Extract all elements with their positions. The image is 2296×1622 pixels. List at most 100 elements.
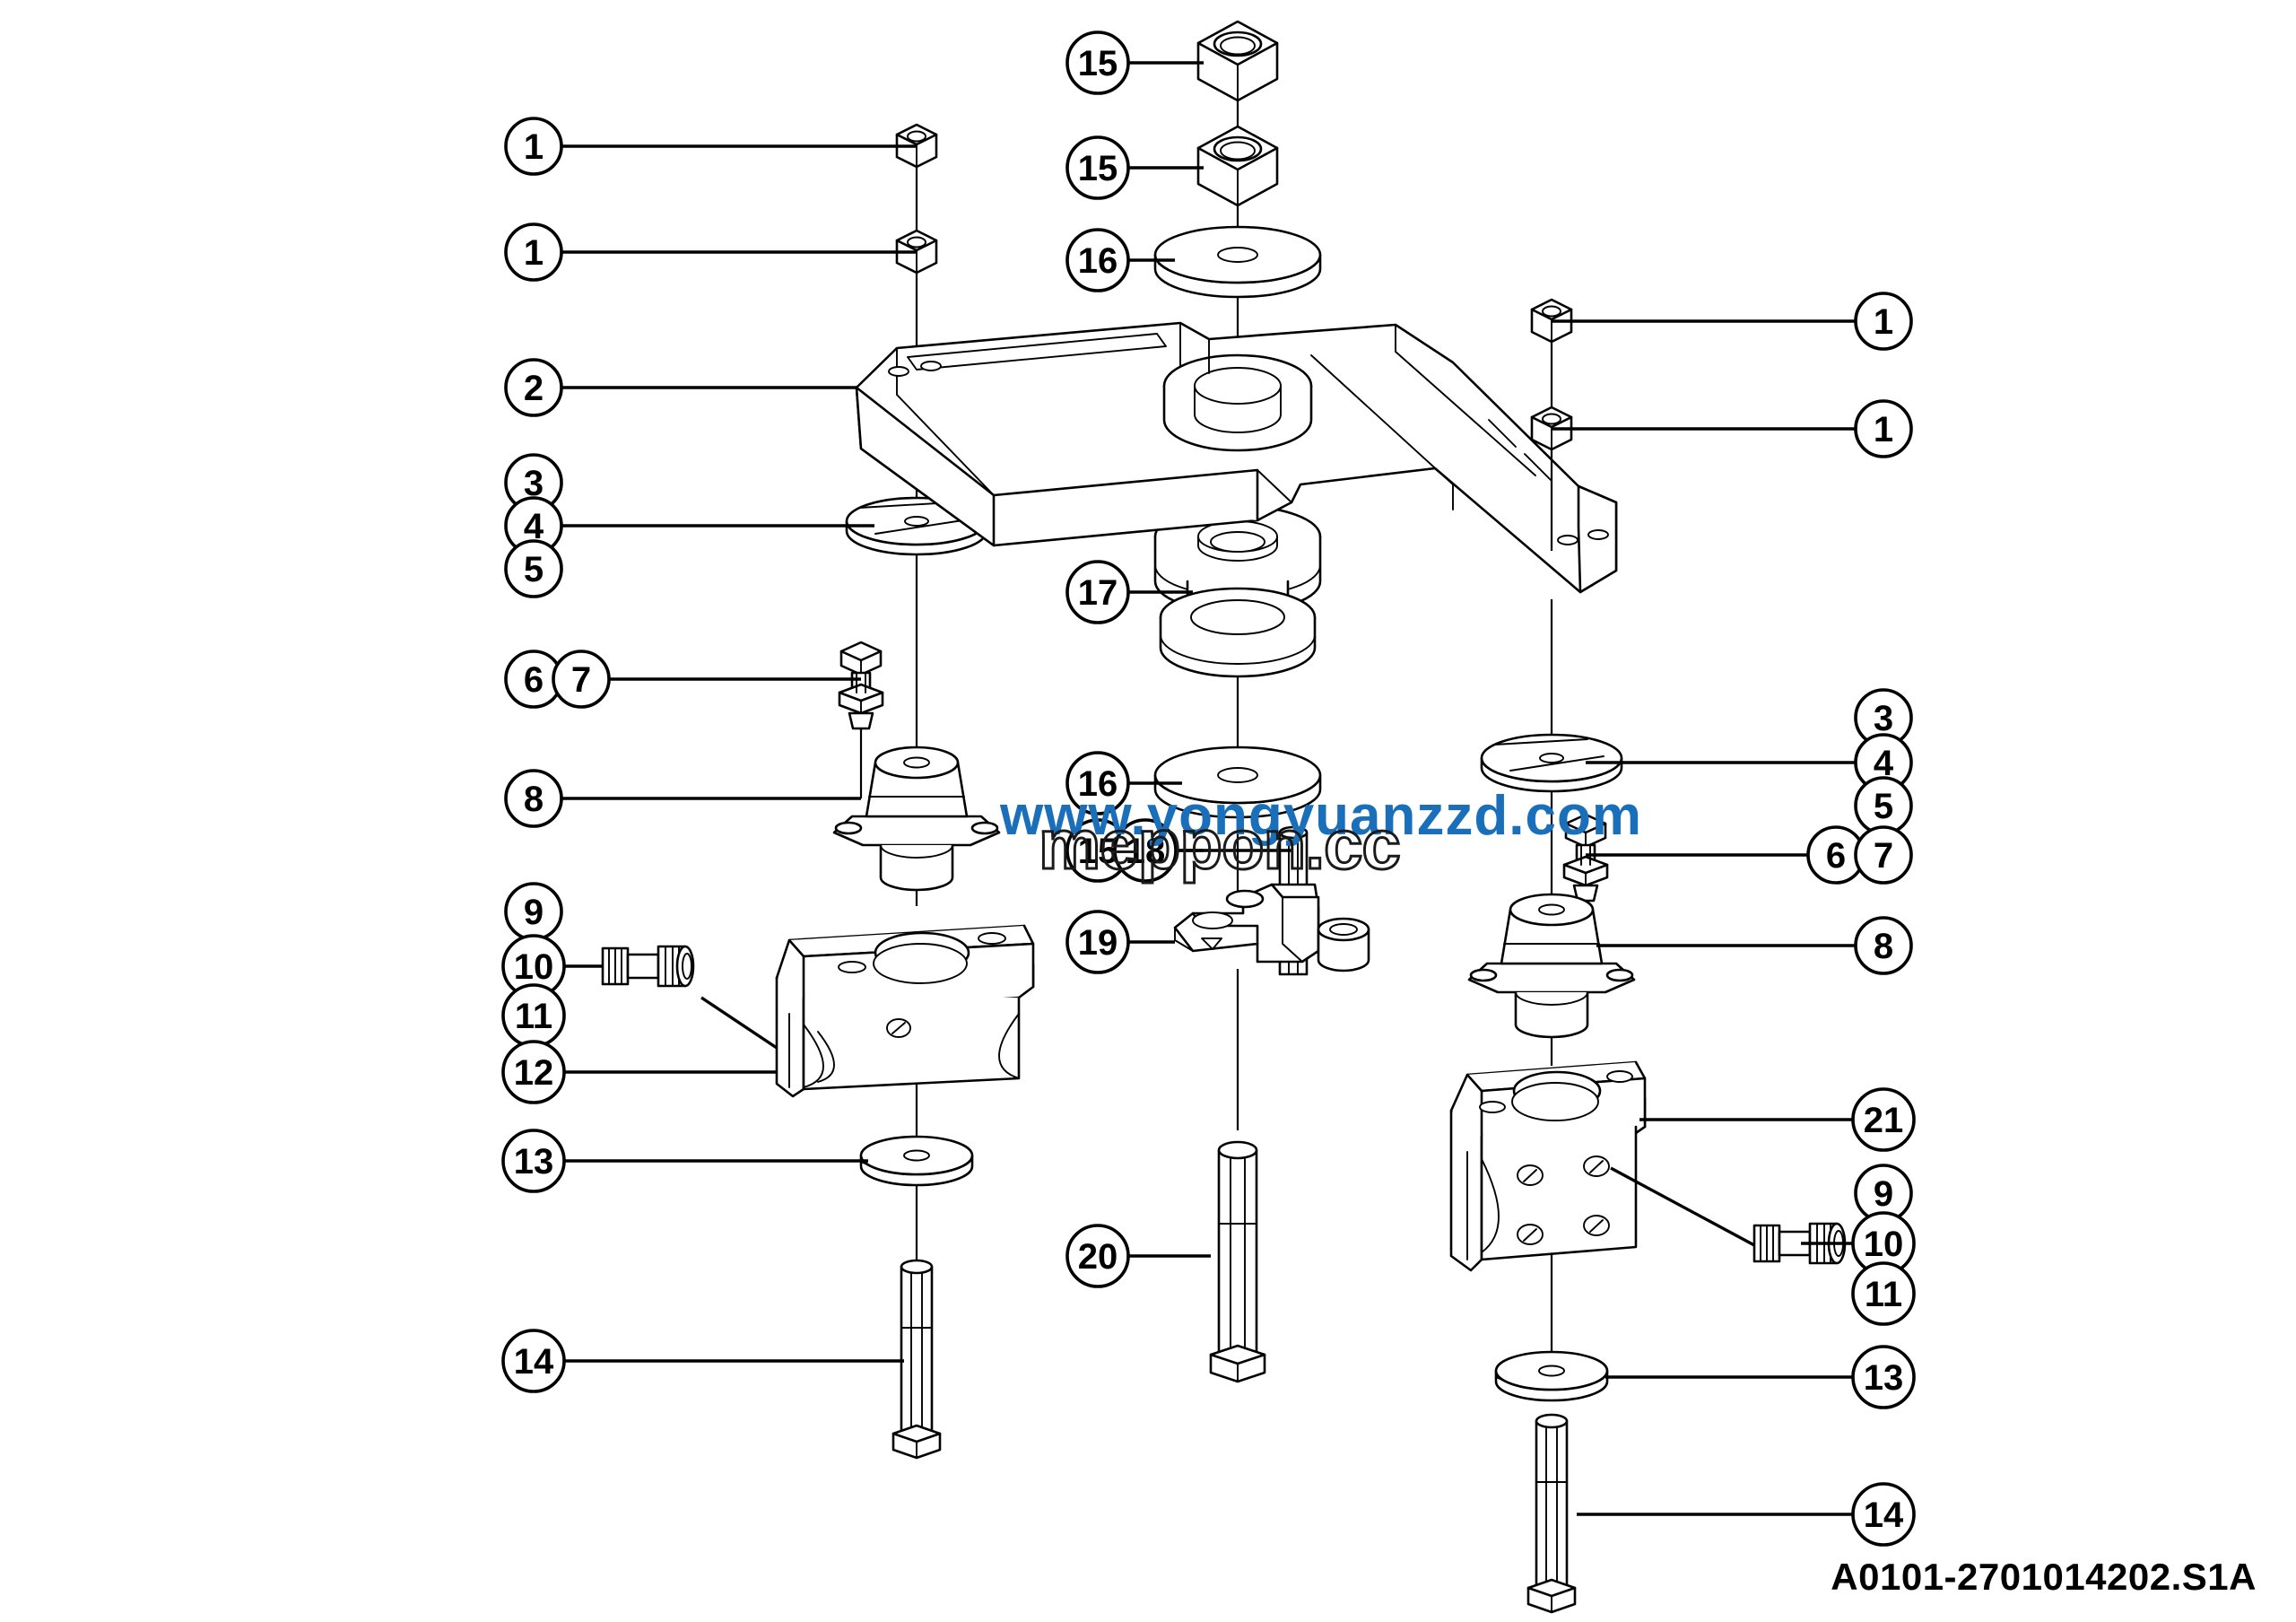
callout-number: 2	[524, 369, 544, 408]
callout-c12l[interactable]: 12	[501, 1040, 566, 1104]
callout-bubble	[1851, 1261, 1916, 1326]
callout-bubble	[1065, 910, 1130, 974]
callout-bubble	[1065, 135, 1130, 200]
part-fitting-10-left	[601, 945, 695, 988]
callout-number: 5	[524, 550, 544, 589]
callout-c8l[interactable]: 8	[504, 769, 563, 828]
part-washer-13-right	[1494, 1350, 1609, 1402]
callout-c2[interactable]: 2	[504, 358, 563, 417]
part-washer-16-upper	[1153, 225, 1322, 299]
callout-bubble	[1854, 916, 1913, 975]
callout-c10r[interactable]: 10	[1851, 1211, 1916, 1276]
callout-bubble	[501, 1129, 566, 1193]
callout-c15a[interactable]: 15	[1065, 31, 1130, 95]
callout-c11r[interactable]: 11	[1851, 1261, 1916, 1326]
part-bracket-21	[1449, 1060, 1647, 1272]
callout-bubble	[552, 650, 611, 709]
callout-number: 17	[1078, 573, 1118, 613]
callout-c18[interactable]: 18	[1113, 818, 1178, 883]
callout-c4l[interactable]: 4	[504, 496, 563, 555]
callout-bubble	[1854, 825, 1913, 885]
callout-bubble	[504, 222, 563, 282]
callout-c9r[interactable]: 9	[1854, 1164, 1913, 1223]
callout-number: 12	[514, 1053, 554, 1093]
part-bolt-7-left	[838, 641, 884, 730]
callout-number: 21	[1864, 1101, 1904, 1140]
callout-bubble	[1065, 1224, 1130, 1288]
callout-number: 14	[514, 1342, 554, 1382]
callout-c16a[interactable]: 16	[1065, 228, 1130, 292]
callout-c5l[interactable]: 5	[504, 539, 563, 598]
callout-number: 18	[1126, 832, 1166, 871]
callout-c14l[interactable]: 14	[501, 1329, 566, 1393]
callout-c14r[interactable]: 14	[1851, 1482, 1916, 1547]
callout-number: 15	[1078, 832, 1118, 871]
callout-number: 1	[1874, 410, 1893, 449]
callout-c9l[interactable]: 9	[504, 882, 563, 941]
callout-number: 8	[524, 780, 544, 819]
part-nut-15-top	[1196, 20, 1279, 102]
callout-bubble	[1854, 292, 1913, 351]
callout-number: 10	[1864, 1225, 1904, 1264]
callout-c1b[interactable]: 1	[504, 222, 563, 282]
callout-bubble	[501, 1040, 566, 1104]
callout-c5r[interactable]: 5	[1854, 776, 1913, 835]
callout-c13r[interactable]: 13	[1851, 1345, 1916, 1409]
callout-c1d[interactable]: 1	[1854, 399, 1913, 458]
part-stud-20	[1209, 1140, 1266, 1383]
callout-number: 1	[524, 233, 544, 273]
callout-number: 11	[515, 997, 552, 1036]
callout-c7l[interactable]: 7	[552, 650, 611, 709]
callout-bubble	[504, 358, 563, 417]
callout-c1c[interactable]: 1	[1854, 292, 1913, 351]
callout-number: 6	[1826, 836, 1846, 876]
callout-number: 4	[1874, 744, 1894, 783]
callout-number: 20	[1078, 1237, 1118, 1277]
callout-number: 19	[1078, 923, 1118, 963]
callout-c16b[interactable]: 16	[1065, 751, 1130, 815]
callout-c8r[interactable]: 8	[1854, 916, 1913, 975]
callout-number: 13	[514, 1142, 554, 1182]
callout-c1a[interactable]: 1	[504, 117, 563, 176]
callout-c15b[interactable]: 15	[1065, 135, 1130, 200]
callout-bubble	[504, 539, 563, 598]
callout-bubble	[1065, 560, 1130, 624]
callout-number: 11	[1865, 1275, 1902, 1314]
callout-c21[interactable]: 21	[1851, 1087, 1916, 1152]
callout-number: 15	[1078, 149, 1118, 188]
callout-number: 1	[524, 127, 544, 167]
callout-c19[interactable]: 19	[1065, 910, 1130, 974]
callout-bubble	[504, 769, 563, 828]
right-assembly-column	[1449, 298, 1847, 1614]
callout-number: 5	[1874, 787, 1893, 826]
callout-number: 14	[1864, 1496, 1904, 1535]
callout-number: 15	[1078, 44, 1118, 83]
callout-bubble	[1851, 1482, 1916, 1547]
part-bolt-7-right	[1562, 813, 1609, 903]
callout-number: 16	[1078, 764, 1118, 804]
part-bolt-14-left	[891, 1259, 942, 1460]
callout-number: 7	[571, 660, 591, 700]
callout-number: 16	[1078, 241, 1118, 281]
callout-number: 1	[1874, 302, 1893, 342]
callout-c17[interactable]: 17	[1065, 560, 1130, 624]
callout-bubble	[1851, 1345, 1916, 1409]
callout-c7r[interactable]: 7	[1854, 825, 1913, 885]
callout-bubble	[1851, 1087, 1916, 1152]
callout-number: 3	[524, 464, 544, 503]
part-crossmember-2	[855, 321, 1618, 594]
callout-bubble	[1065, 751, 1130, 815]
callout-c11l[interactable]: 11	[501, 983, 566, 1048]
callout-bubble	[504, 117, 563, 176]
callout-bubble	[501, 1329, 566, 1393]
callout-number: 7	[1874, 836, 1893, 876]
callout-number: 6	[524, 660, 544, 700]
callout-bubble	[1113, 818, 1178, 883]
callout-bubble	[1065, 31, 1130, 95]
drawing-part-number: A0101-2701014202.S1A	[1831, 1556, 2257, 1598]
callout-c20[interactable]: 20	[1065, 1224, 1130, 1288]
callout-c13l[interactable]: 13	[501, 1129, 566, 1193]
